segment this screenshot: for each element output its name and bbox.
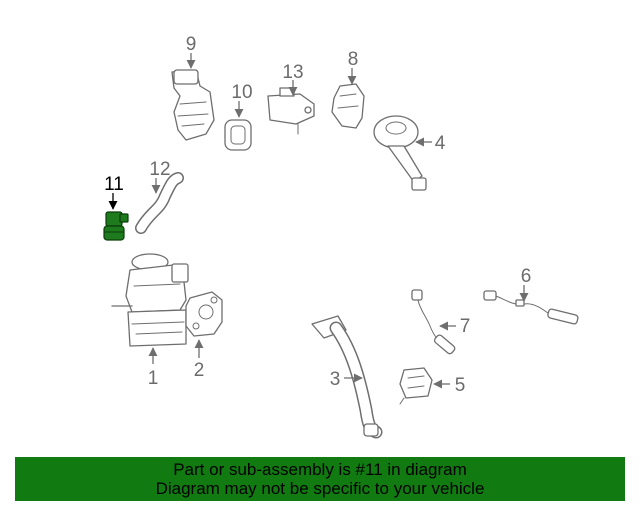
callout-12: 12 — [149, 159, 170, 180]
callout-2: 2 — [194, 360, 205, 381]
callout-1: 1 — [148, 368, 159, 389]
footer-line-2: Diagram may not be specific to your vehi… — [155, 479, 485, 498]
part-1-drawing[interactable] — [111, 253, 189, 347]
part-7-drawing[interactable] — [411, 289, 456, 355]
part-10-drawing[interactable] — [224, 119, 252, 151]
callout-7: 7 — [460, 316, 471, 337]
callout-5: 5 — [455, 375, 466, 396]
callout-13: 13 — [282, 62, 303, 83]
part-3-drawing[interactable] — [311, 315, 383, 439]
part-5-drawing[interactable] — [399, 367, 433, 405]
part-6-drawing[interactable] — [483, 290, 579, 325]
part-9-drawing[interactable] — [171, 69, 215, 141]
callout-10: 10 — [231, 82, 252, 103]
part-4-drawing[interactable] — [373, 115, 427, 191]
footer-line-1: Part or sub-assembly is #11 in diagram — [173, 460, 467, 479]
callout-11: 11 — [104, 174, 124, 195]
callout-8: 8 — [348, 49, 359, 70]
callout-6: 6 — [521, 266, 532, 287]
part-8-drawing[interactable] — [331, 83, 365, 129]
parts-diagram: 9 10 13 8 4 11 12 — [103, 34, 579, 439]
part-12-drawing[interactable] — [135, 172, 184, 234]
footer-banner: Part or sub-assembly is #11 in diagram D… — [15, 457, 625, 501]
part-13-drawing[interactable] — [267, 87, 315, 135]
part-11-drawing[interactable] — [103, 211, 129, 241]
callout-9: 9 — [186, 34, 197, 55]
part-2-drawing[interactable] — [185, 291, 223, 337]
callout-3: 3 — [330, 369, 341, 390]
callout-4: 4 — [435, 133, 446, 154]
